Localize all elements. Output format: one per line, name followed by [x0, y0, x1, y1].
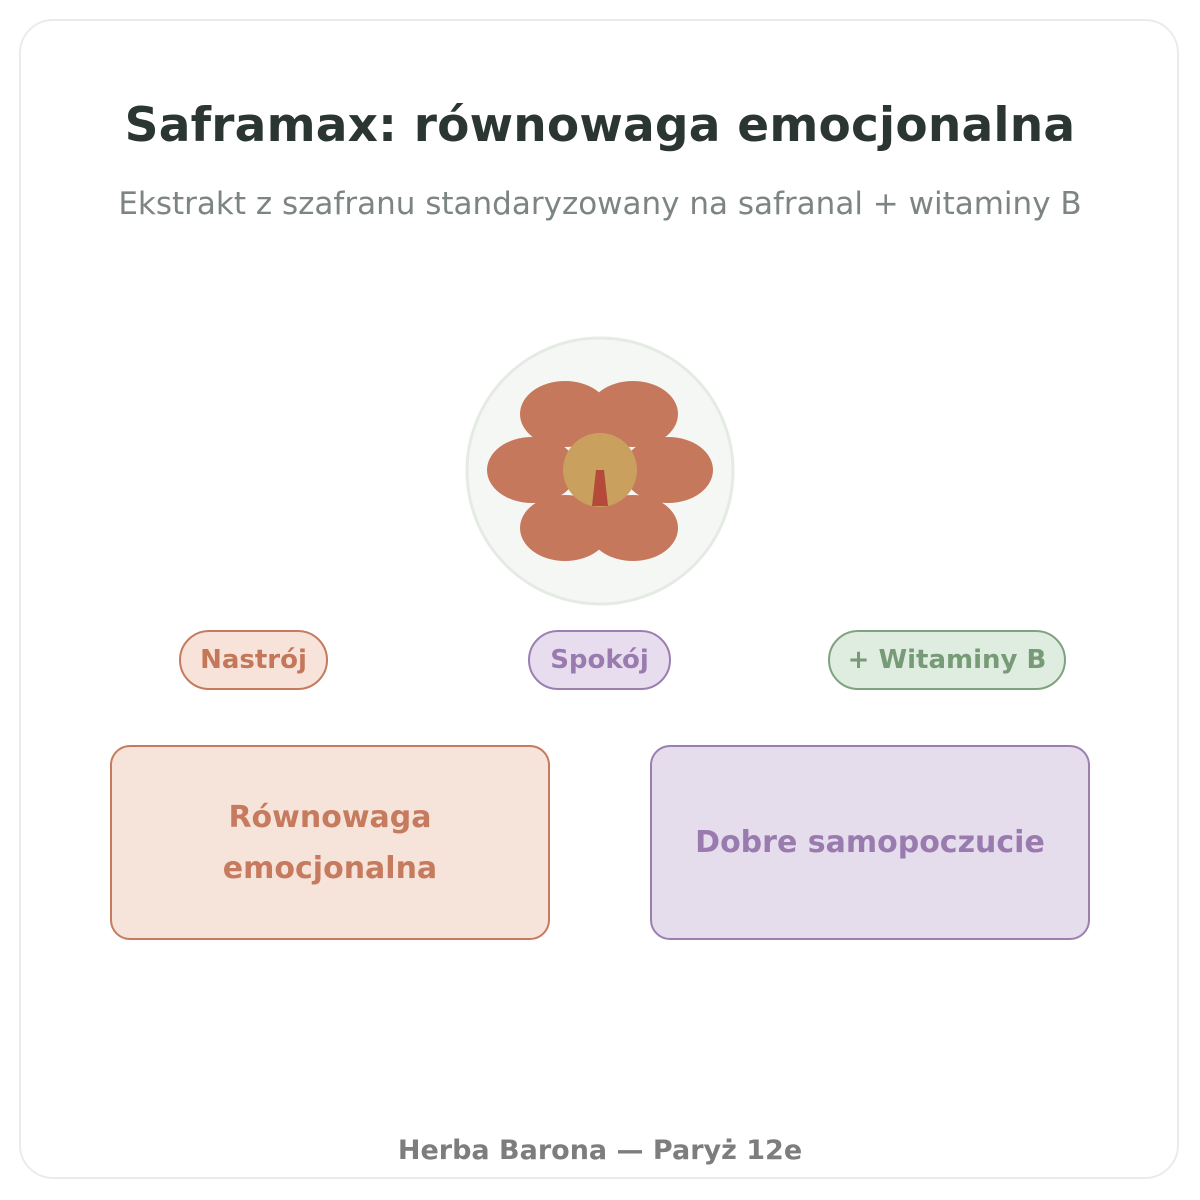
badge-mood-label: Nastrój [200, 645, 307, 675]
benefit-card-wellbeing-label: Dobre samopoczucie [695, 825, 1045, 860]
page-subtitle: Ekstrakt z szafranu standaryzowany na sa… [118, 186, 1082, 222]
badge-vitamins-label: + Witaminy B [847, 645, 1047, 675]
saffron-stigma [592, 470, 608, 506]
page-title: Saframax: równowaga emocjonalna [124, 98, 1076, 153]
petal [588, 381, 678, 447]
badge-calm-label: Spokój [550, 645, 649, 675]
benefit-card-wellbeing: Dobre samopoczucie [650, 745, 1090, 940]
petal [520, 495, 610, 561]
petal [623, 437, 713, 503]
footer-text: Herba Barona — Paryż 12e [397, 1135, 803, 1166]
benefit-card-balance: Równowaga emocjonalna [110, 745, 550, 940]
badge-mood: Nastrój [179, 630, 328, 690]
petal [588, 495, 678, 561]
saffron-flower-icon [465, 336, 735, 606]
benefit-card-balance-label: Równowaga emocjonalna [222, 799, 438, 886]
badge-vitamins: + Witaminy B [828, 630, 1066, 690]
petal [487, 437, 577, 503]
badge-calm: Spokój [528, 630, 671, 690]
petal [520, 381, 610, 447]
